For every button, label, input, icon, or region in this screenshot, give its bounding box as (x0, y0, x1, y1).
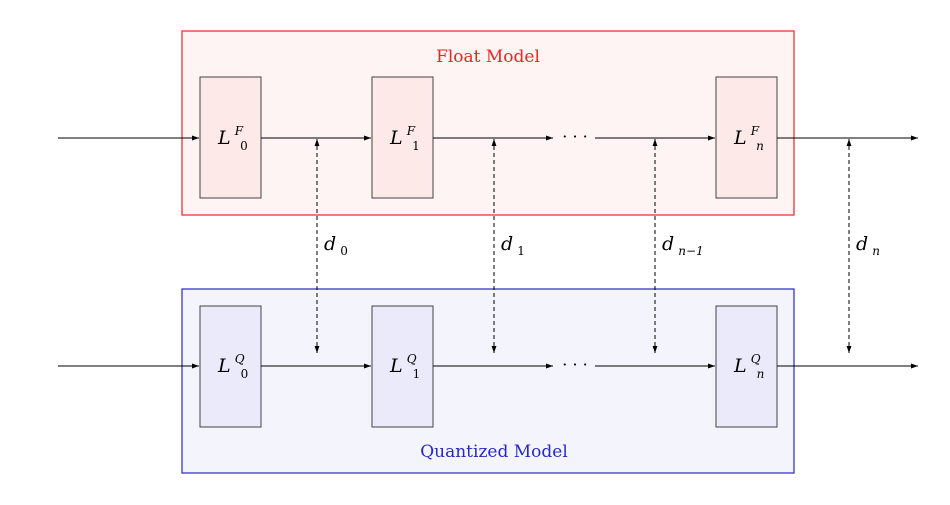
float-layer-n-label: L F n (733, 120, 764, 153)
float-layer-n-box (715, 76, 778, 199)
float-model-title: Float Model (436, 47, 540, 67)
float-model-box (181, 30, 795, 216)
float-layer-1-box (371, 76, 434, 199)
quant-layer-1-label: L Q 1 (389, 348, 422, 381)
distance-label-0: d 0 (324, 233, 348, 258)
distance-label-n-1: d n−1 (662, 233, 704, 258)
quant-layer-0-box (199, 305, 262, 428)
quant-layer-1-box (371, 305, 434, 428)
quantized-model-title: Quantized Model (420, 442, 568, 462)
quant-ellipsis: · · · (562, 355, 587, 374)
quantized-model-box (181, 288, 795, 474)
float-ellipsis: · · · (562, 127, 587, 146)
float-layer-0-box (199, 76, 262, 199)
quant-layer-n-box (715, 305, 778, 428)
float-layer-0-label: L F 0 (217, 120, 248, 153)
distance-label-1: d 1 (501, 233, 525, 258)
distance-label-n: d n (856, 233, 880, 258)
quant-layer-0-label: L Q 0 (217, 348, 250, 381)
quant-layer-n-label: L Q n (733, 348, 766, 381)
float-layer-1-label: L F 1 (389, 120, 420, 153)
